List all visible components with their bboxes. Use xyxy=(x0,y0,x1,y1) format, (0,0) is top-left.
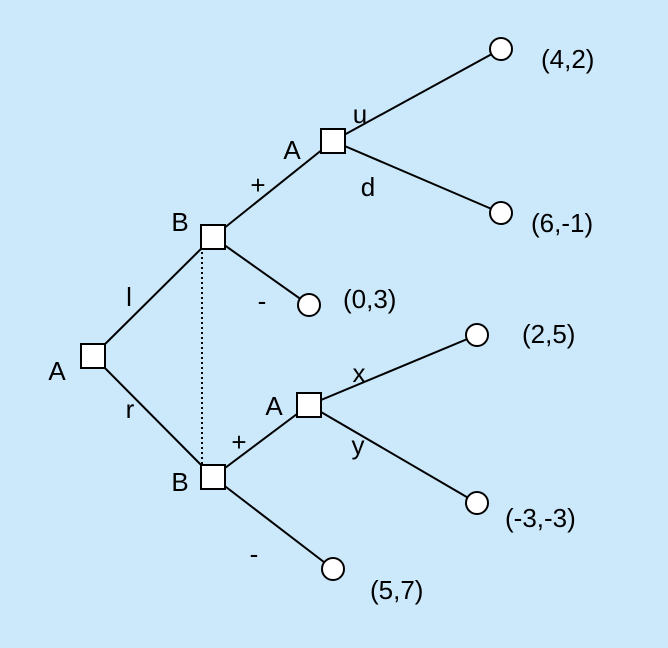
move-label-a_top-t_42: u xyxy=(353,99,367,129)
move-label-a_bottom-t_25: x xyxy=(353,358,366,388)
edge-a_top-t_6m1 xyxy=(332,140,502,214)
move-label-b_bottom-t_57: - xyxy=(250,539,259,569)
edge-b_bottom-t_57 xyxy=(212,476,334,570)
payoff-label-t_25: (2,5) xyxy=(522,319,575,349)
player-label-b_bottom: B xyxy=(171,467,188,497)
player-label-a_top: A xyxy=(283,135,301,165)
terminal-node-t_42 xyxy=(489,37,513,61)
move-label-root-b_bottom: r xyxy=(126,394,135,424)
edge-b_top-a_top xyxy=(212,140,334,238)
player-label-root: A xyxy=(48,356,66,386)
terminal-node-t_25 xyxy=(465,323,489,347)
edge-root-b_bottom xyxy=(92,355,214,478)
payoff-label-t_03: (0,3) xyxy=(343,284,396,314)
payoff-label-t_57: (5,7) xyxy=(370,575,423,605)
edge-b_bottom-a_bottom xyxy=(212,404,310,478)
edge-a_top-t_42 xyxy=(332,48,502,142)
terminal-node-t_6m1 xyxy=(489,201,513,225)
player-label-a_bottom: A xyxy=(265,391,283,421)
payoff-label-t_42: (4,2) xyxy=(541,44,594,74)
decision-node-b_top xyxy=(200,224,226,250)
terminal-node-t_m3m3 xyxy=(465,491,489,515)
payoff-label-t_m3m3: (-3,-3) xyxy=(505,503,576,533)
edge-a_bottom-t_25 xyxy=(308,334,478,406)
decision-node-a_top xyxy=(320,128,346,154)
nodes-layer xyxy=(80,37,513,581)
edge-root-b_top xyxy=(92,236,214,357)
move-label-a_bottom-t_m3m3: y xyxy=(352,430,365,460)
payoff-label-t_6m1: (6,-1) xyxy=(531,208,593,238)
edge-a_bottom-t_m3m3 xyxy=(308,404,478,504)
move-label-b_top-t_03: - xyxy=(258,286,267,316)
decision-node-b_bottom xyxy=(200,464,226,490)
decision-node-a_bottom xyxy=(296,392,322,418)
terminal-node-t_03 xyxy=(297,293,321,317)
move-label-root-b_top: l xyxy=(126,282,132,312)
move-label-b_top-a_top: + xyxy=(250,170,265,200)
player-label-b_top: B xyxy=(171,207,188,237)
edges-layer xyxy=(92,48,502,570)
labels-layer: l r + - u d + - x y A B B A A (4,2) (6,-1) (0,3) (2,5) (-3,… xyxy=(48,44,594,605)
move-label-a_top-t_6m1: d xyxy=(361,172,375,202)
terminal-node-t_57 xyxy=(321,557,345,581)
move-label-b_bottom-a_bottom: + xyxy=(231,427,246,457)
edge-b_top-t_03 xyxy=(212,236,310,306)
decision-node-root xyxy=(80,343,106,369)
